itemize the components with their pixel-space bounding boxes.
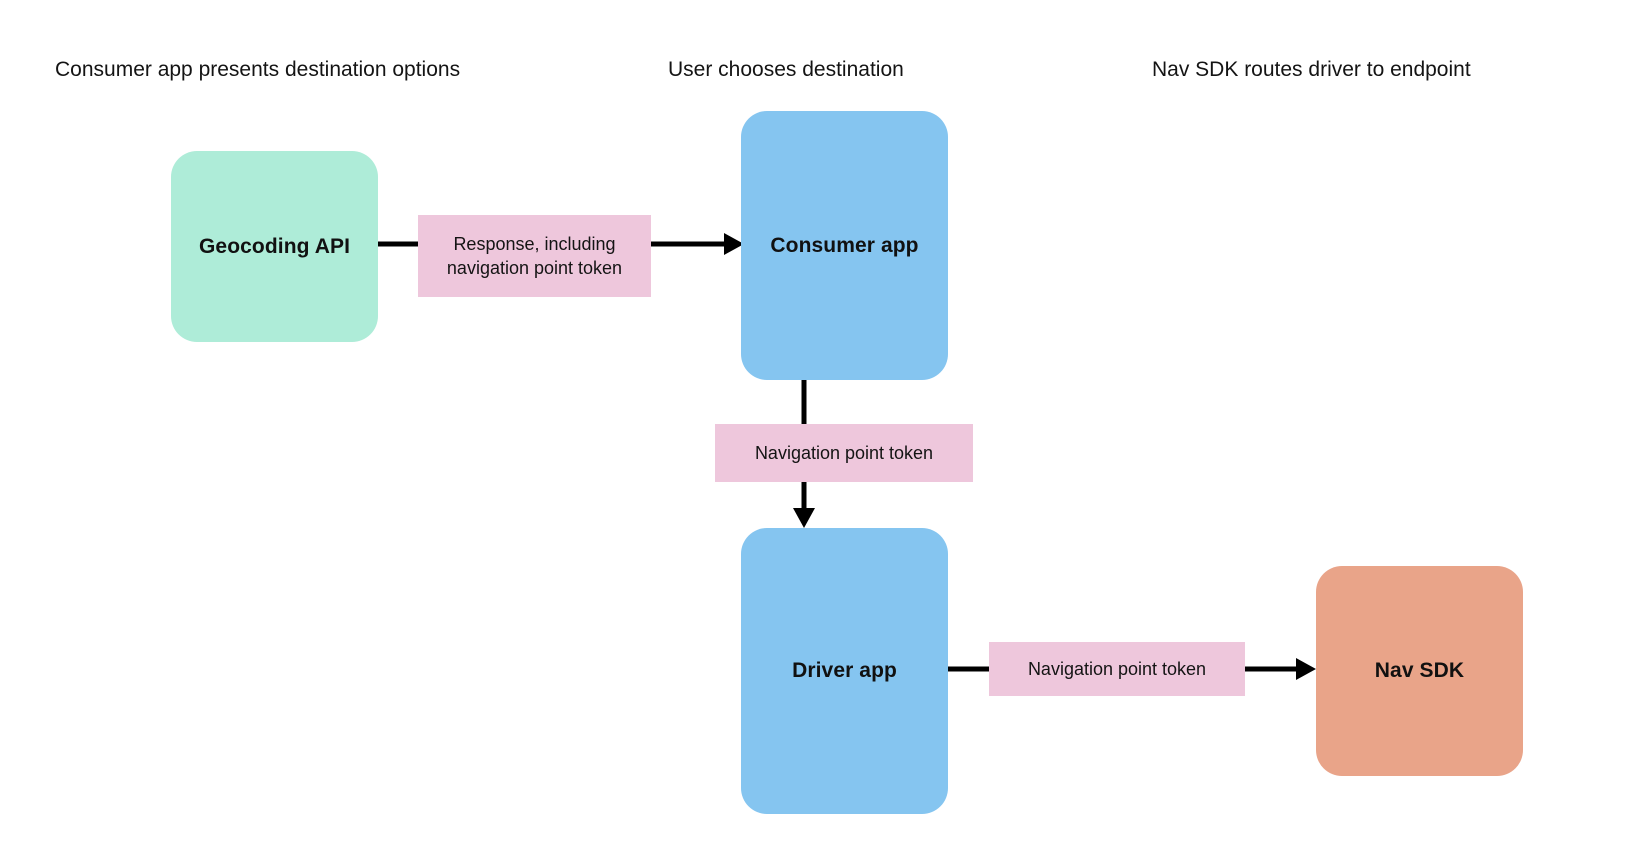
node-nav-sdk-label: Nav SDK — [1374, 659, 1465, 682]
node-driver-app-label: Driver app — [792, 659, 897, 682]
node-geocoding-api[interactable]: Geocoding API — [171, 151, 378, 342]
node-geocoding-api-label: Geocoding API — [198, 234, 351, 258]
node-driver-app[interactable]: Driver app — [741, 528, 948, 814]
column-header-nav-routes: Nav SDK routes driver to endpoint — [1152, 58, 1471, 81]
edge-label-nav-token-vertical-text: Navigation point token — [754, 443, 934, 463]
edge-label-nav-token-horizontal-text: Navigation point token — [1027, 659, 1207, 679]
node-consumer-app-label: Consumer app — [770, 233, 919, 257]
column-header-consumer-options: Consumer app presents destination option… — [55, 58, 461, 81]
node-consumer-app[interactable]: Consumer app — [741, 111, 948, 380]
edge-label-nav-token-vertical: Navigation point token — [715, 424, 973, 482]
edge-label-nav-token-horizontal: Navigation point token — [989, 642, 1245, 696]
edge-label-response-token-text: Response, including navigation point tok… — [446, 234, 623, 278]
edge-label-response-token: Response, including navigation point tok… — [418, 215, 651, 297]
node-nav-sdk[interactable]: Nav SDK — [1316, 566, 1523, 776]
column-header-user-chooses: User chooses destination — [668, 58, 904, 81]
